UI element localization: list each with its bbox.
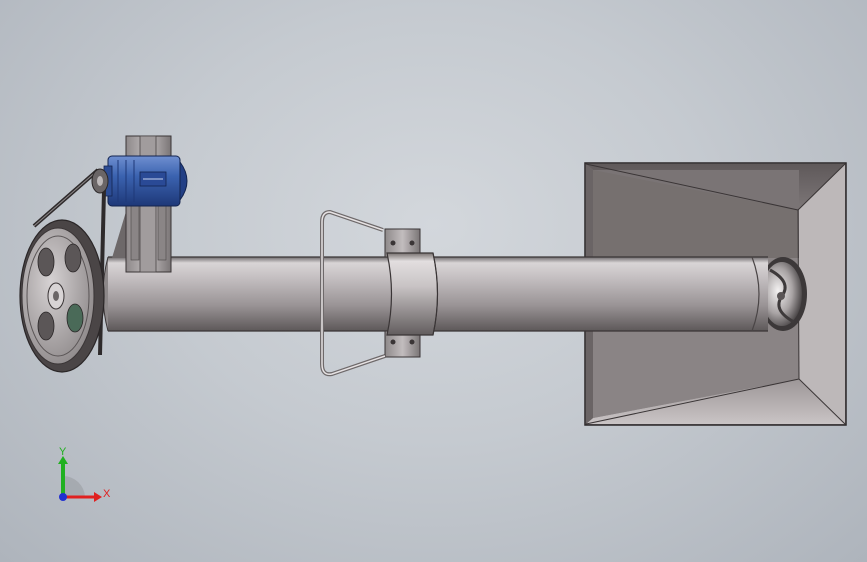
handle-rail[interactable]	[320, 210, 386, 377]
hopper-edge	[797, 163, 846, 211]
screw-shaft	[777, 292, 785, 300]
bolt-icon	[409, 339, 415, 345]
pulley-bore	[53, 291, 59, 301]
hopper-right-face	[798, 164, 845, 424]
driven-pulley[interactable]	[19, 219, 105, 373]
hopper-inner-upper	[593, 170, 798, 258]
pulley-spoke-hole	[66, 303, 84, 333]
hopper-edge	[798, 378, 846, 425]
motor-pulley-hub	[97, 176, 103, 186]
z-axis-origin	[59, 493, 67, 501]
x-axis-arrow-head	[94, 492, 102, 502]
support-collar[interactable]	[384, 228, 439, 358]
triad-plane	[63, 475, 85, 497]
collar-edge	[432, 252, 438, 336]
handle-bar-highlight	[321, 211, 386, 376]
mount-rail-right	[157, 199, 167, 261]
hopper-edge	[585, 163, 799, 211]
hopper-inner-lower	[593, 330, 799, 418]
bolt-icon	[390, 240, 396, 246]
tube-end-edge	[751, 256, 760, 332]
pulley-inner-ring	[26, 235, 90, 357]
mount-rail-left	[130, 199, 140, 261]
hopper[interactable]	[584, 162, 847, 426]
pulley-spoke-hole	[64, 243, 82, 273]
axis-triad: Y X	[58, 446, 111, 502]
hopper-bottom-face	[586, 379, 845, 424]
motor-end-cap	[179, 160, 188, 202]
pulley-spoke-hole	[37, 311, 55, 341]
y-axis-arrow-head	[58, 456, 68, 464]
drive-motor[interactable]	[103, 155, 188, 207]
belt-upper-highlight	[33, 169, 99, 227]
y-axis-label: Y	[59, 446, 67, 458]
x-axis-label: X	[103, 488, 111, 500]
hopper-edge	[585, 378, 800, 425]
collar-band	[386, 252, 439, 336]
screw-end[interactable]	[759, 257, 807, 331]
bolt-icon	[409, 240, 415, 246]
motor-pulley[interactable]	[91, 168, 109, 194]
bolt-icon	[390, 339, 396, 345]
pulley-spoke-hole	[37, 247, 55, 277]
